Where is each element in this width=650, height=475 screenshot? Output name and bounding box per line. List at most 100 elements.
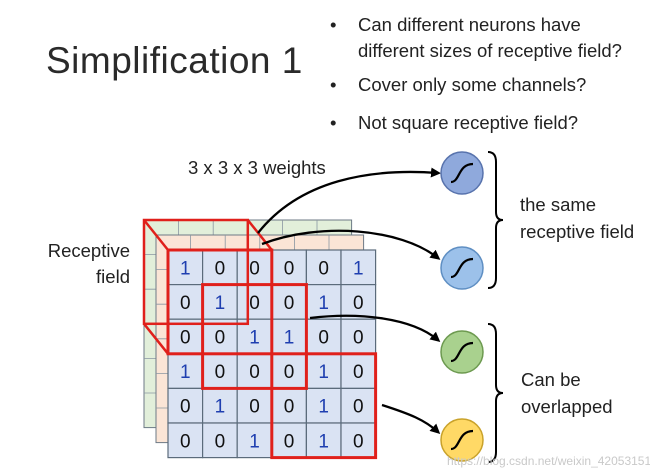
grid-cell-value: 0 <box>353 293 364 314</box>
grid-cell-value: 1 <box>284 328 295 349</box>
receptive-field-boxes <box>142 218 378 460</box>
receptive-field-box-overlap-2 <box>270 352 378 460</box>
grid-cell-value: 0 <box>353 431 364 452</box>
grid-cell <box>167 422 204 459</box>
weights-label: 3 x 3 x 3 weights <box>188 157 326 178</box>
sigmoid-icon <box>450 162 474 184</box>
brace-overlapped <box>487 323 504 463</box>
grid-cell <box>236 422 273 459</box>
grid-cell-value: 0 <box>318 328 329 349</box>
arrow-to-neuron-2 <box>261 229 441 260</box>
neuron-4 <box>440 418 484 462</box>
grid-cell-value: 1 <box>215 293 226 314</box>
same-field-label-line1: the same <box>520 194 597 215</box>
bullet-text: different sizes of receptive field? <box>358 40 622 61</box>
connection-arrows <box>257 167 441 435</box>
grid-cell <box>305 284 342 320</box>
grid-cell <box>202 422 238 459</box>
grid-cell-value: 0 <box>284 397 295 418</box>
bullet-marker: • <box>330 112 337 133</box>
sigmoid-icon <box>450 429 474 451</box>
neuron-group <box>440 151 484 462</box>
receptive-field-label-line1: Receptive <box>47 240 130 261</box>
grid-cell <box>340 249 377 286</box>
grid-cell <box>167 249 204 286</box>
grid-cell-value: 0 <box>249 258 260 279</box>
grid-cell-value: 0 <box>215 258 226 279</box>
grid-cell-value: 1 <box>215 397 226 418</box>
grid-cell-value: 0 <box>353 328 364 349</box>
arrow-to-neuron-4 <box>381 403 441 435</box>
receptive-field-cube <box>142 218 274 356</box>
bullet-text: Can different neurons have <box>358 14 581 35</box>
grid-cell-value: 0 <box>249 362 260 383</box>
grid-cell <box>202 387 238 424</box>
neuron-circle <box>440 151 484 195</box>
grid-cell-value: 0 <box>249 293 260 314</box>
receptive-field-front <box>166 248 274 356</box>
grid-cell-value: 0 <box>318 258 329 279</box>
grid-cell-value: 0 <box>284 431 295 452</box>
grid-cell-value: 0 <box>353 397 364 418</box>
grid-cell-value: 1 <box>318 362 329 383</box>
grid-cell-value: 0 <box>180 328 191 349</box>
receptive-field-box-overlap-1 <box>201 283 308 390</box>
watermark-text: https://blog.csdn.net/weixin_42053151 <box>447 454 650 468</box>
grid-cell <box>340 318 377 355</box>
grid-cell <box>340 353 377 389</box>
grid-cell-value: 1 <box>180 362 191 383</box>
grid-cell-value: 0 <box>284 293 295 314</box>
grid-cell-value: 0 <box>215 328 226 349</box>
grid-cell-value: 0 <box>180 397 191 418</box>
receptive-field-back <box>142 218 250 326</box>
grid-cell-value: 1 <box>318 397 329 418</box>
bullet-marker: • <box>330 14 337 35</box>
overlapped-label-line1: Can be <box>521 369 581 390</box>
arrow-to-neuron-1 <box>257 167 441 234</box>
neuron-circle <box>440 418 484 462</box>
arrow-to-neuron-3 <box>309 314 441 342</box>
neuron-circle <box>440 246 484 290</box>
grid-cell-value: 0 <box>284 258 295 279</box>
overlapped-label-line2: overlapped <box>521 396 613 417</box>
page-title: Simplification 1 <box>46 40 303 81</box>
neuron-circle <box>440 330 484 374</box>
receptive-field-edge <box>143 323 169 355</box>
grid-cell-value: 1 <box>318 293 329 314</box>
grid-cell <box>167 284 204 320</box>
receptive-field-label-line2: field <box>96 266 130 287</box>
neuron-3 <box>440 330 484 374</box>
grid-cell-value: 1 <box>249 431 260 452</box>
grid-cell <box>271 422 307 459</box>
bullet-text: Cover only some channels? <box>358 74 587 95</box>
sigmoid-icon <box>450 257 474 279</box>
grid-cell-value: 0 <box>353 362 364 383</box>
grid-cell-value: 0 <box>215 431 226 452</box>
grid-cell <box>305 249 342 286</box>
grid-cell <box>271 318 307 355</box>
sigmoid-icon <box>450 341 474 363</box>
receptive-field-edge <box>246 219 273 251</box>
bullet-marker: • <box>330 74 337 95</box>
grid-cell <box>340 284 377 320</box>
grid-cell-value: 0 <box>284 362 295 383</box>
bullet-text: Not square receptive field? <box>358 112 579 133</box>
brace-group <box>487 151 504 463</box>
grid-cell-value: 0 <box>180 431 191 452</box>
grid-cell-value: 0 <box>180 293 191 314</box>
neuron-1 <box>440 151 484 195</box>
grid-cell-value: 0 <box>249 397 260 418</box>
grid-cell <box>167 387 204 424</box>
grid-cell-value: 1 <box>180 258 191 279</box>
neuron-2 <box>440 246 484 290</box>
input-image-grid: 1 0 0 0 0 1 0 1 0 0 1 0 0 0 1 1 0 0 1 0 0 0 1 0 0 1 0 0 1 0 0 0 1 0 1 0 <box>167 249 377 459</box>
grid-cell-value: 1 <box>249 328 260 349</box>
grid-cell-value: 1 <box>318 431 329 452</box>
grid-cell <box>236 387 273 424</box>
grid-cell-value: 0 <box>215 362 226 383</box>
brace-same-field <box>487 151 504 289</box>
receptive-field-edge <box>143 219 169 251</box>
grid-cell-value: 1 <box>353 258 364 279</box>
same-field-label-line2: receptive field <box>520 221 635 242</box>
